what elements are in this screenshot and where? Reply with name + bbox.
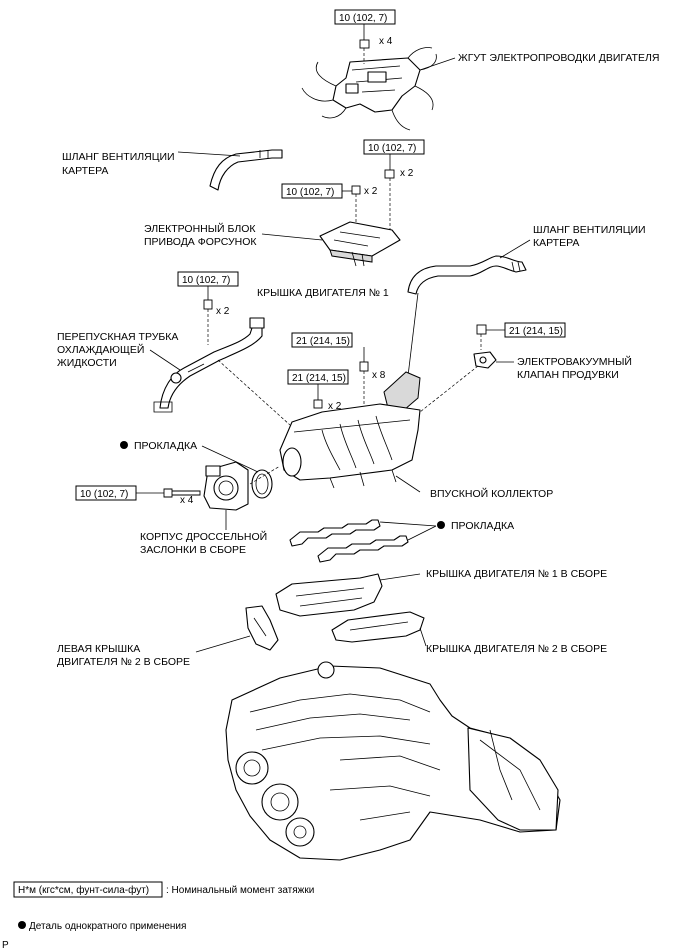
label-vent-hose-left-2: КАРТЕРА [62,165,108,177]
engine-cover-1-assy [275,573,383,617]
qty-manifold: x 2 [328,401,342,412]
legend-unit-box [13,881,163,898]
label-injector-driver-2: ПРИВОДА ФОРСУНОК [144,236,257,248]
label-bypass-3: ЖИДКОСТИ [57,357,117,369]
coolant-bypass-pipe [153,317,265,413]
label-throttle-1: КОРПУС ДРОССЕЛЬНОЙ [140,530,267,543]
legend-one-time: Деталь однократного применения [29,921,186,932]
injector-driver [319,221,401,267]
label-engine-cover-1: КРЫШКА ДВИГАТЕЛЯ № 1 [257,287,389,299]
label-left-cover2-1: ЛЕВАЯ КРЫШКА [57,643,140,655]
label-gasket-manifold: ПРОКЛАДКА [451,520,514,532]
torque-manifold: 21 (214, 15) [292,373,346,384]
label-left-cover2-2: ДВИГАТЕЛЯ № 2 В СБОРЕ [57,656,190,668]
legend-one-time-dot [18,921,26,929]
torque-box-cover1 [291,332,353,348]
qty-cover1: x 8 [372,370,386,381]
engine-cover-1-bracket [383,371,421,411]
label-gasket-throttle: ПРОКЛАДКА [134,440,197,452]
torque-throttle: 10 (102, 7) [80,489,128,500]
torque-box-injector-nut [363,139,425,155]
label-cover2-assy: КРЫШКА ДВИГАТЕЛЯ № 2 В СБОРЕ [426,643,607,655]
manifold-nut [313,399,323,409]
throttle-gasket [251,469,273,499]
torque-cover1: 21 (214, 15) [296,336,350,347]
injector-bolt [351,185,361,195]
purge-vsv [473,351,497,369]
torque-vsv: 21 (214, 15) [509,326,563,337]
one-time-dot-gasket [120,441,128,449]
label-injector-driver-1: ЭЛЕКТРОННЫЙ БЛОК [144,222,256,235]
engine-cover-2-assy [331,611,425,643]
label-cover1-assy: КРЫШКА ДВИГАТЕЛЯ № 1 В СБОРЕ [426,568,607,580]
label-vent-hose-left-1: ШЛАНГ ВЕНТИЛЯЦИИ [62,151,175,163]
label-bypass-1: ПЕРЕПУСКНАЯ ТРУБКА [57,331,178,343]
torque-coolant-pipe: 10 (102, 7) [182,275,230,286]
label-intake-manifold: ВПУСКНОЙ КОЛЛЕКТОР [430,487,553,500]
qty-throttle: x 4 [180,495,194,506]
left-engine-cover-2-assy [245,605,279,651]
qty-injector-bolt: x 2 [364,186,378,197]
label-bypass-2: ОХЛАЖДАЮЩЕЙ [57,343,144,356]
manifold-gaskets [289,519,409,563]
qty-injector-nut: x 2 [400,168,414,179]
engine-wire-harness [301,47,437,131]
right-ventilation-hose [407,255,527,295]
intake-manifold [279,403,421,489]
label-vent-hose-right-2: КАРТЕРА [533,237,579,249]
qty-harness: x 4 [379,36,393,47]
corner-mark: P [2,940,9,951]
throttle-bolt [163,488,201,498]
torque-harness: 10 (102, 7) [339,13,387,24]
vsv-bolt [476,324,487,335]
label-throttle-2: ЗАСЛОНКИ В СБОРЕ [140,544,246,556]
injector-nut [384,169,395,179]
throttle-body [203,461,249,511]
engine-assembly [225,661,561,861]
harness-nut [359,39,370,49]
label-engine-wire-harness: ЖГУТ ЭЛЕКТРОПРОВОДКИ ДВИГАТЕЛЯ [458,52,659,64]
torque-injector-bolt: 10 (102, 7) [286,187,334,198]
torque-box-harness [334,9,396,25]
torque-injector-nut: 10 (102, 7) [368,143,416,154]
left-ventilation-hose [209,149,283,191]
legend-unit-desc: : Номинальный момент затяжки [166,885,314,896]
qty-coolant-pipe: x 2 [216,306,230,317]
label-vsv-2: КЛАПАН ПРОДУВКИ [517,369,619,381]
legend-unit: Н*м (кгс*см, фунт-сила-фут) [18,884,149,896]
label-vent-hose-right-1: ШЛАНГ ВЕНТИЛЯЦИИ [533,224,646,236]
coolant-pipe-bolt [203,299,213,310]
cover1-bolt [359,361,369,372]
one-time-dot-gasket-2 [437,521,445,529]
label-vsv-1: ЭЛЕКТРОВАКУУМНЫЙ [517,355,632,368]
